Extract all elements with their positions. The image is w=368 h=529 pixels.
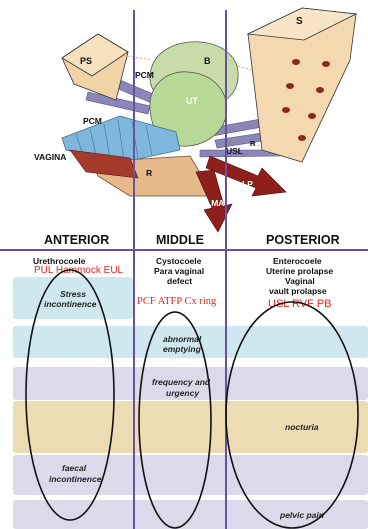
symptom-nocturia: nocturia [285, 422, 319, 432]
column-header-posterior: POSTERIOR [266, 233, 340, 247]
symptom-frequency-1: frequency and [152, 377, 210, 387]
label-lma: LMA [206, 198, 224, 208]
column-header-middle: MIDDLE [156, 233, 204, 247]
symptom-stress-2: incontinence [44, 299, 96, 309]
condition-posterior-3: Vaginal [285, 276, 315, 286]
ligaments-middle: PCF ATFP Cx ring [137, 296, 216, 307]
pelvic-anatomy-illustration: PS S B UT PCM PCM VAGINA USL R R LP LMA [0, 0, 368, 245]
label-usl: USL [226, 146, 243, 156]
label-pcm-left: PCM [83, 116, 102, 126]
label-r: R [146, 168, 152, 178]
ligaments-posterior: USL RVF PB [268, 298, 332, 310]
condition-middle-2: Para vaginal [154, 266, 204, 276]
label-r-small: R [250, 139, 256, 148]
condition-posterior-1: Enterocoele [273, 256, 322, 266]
condition-posterior-4: vault prolapse [269, 286, 327, 296]
label-lp: LP [242, 179, 253, 189]
symptom-abnormal-2: emptying [163, 344, 201, 354]
label-pcm-top: PCM [135, 70, 154, 80]
column-divider-2 [225, 10, 227, 529]
symptom-pelvic-pain: pelvic pain [280, 510, 324, 520]
condition-middle-3: defect [167, 276, 192, 286]
ligaments-anterior: PUL Hammock EUL [34, 265, 123, 276]
label-vagina: VAGINA [34, 152, 66, 162]
label-b: B [204, 56, 211, 66]
label-ps: PS [80, 56, 92, 66]
symptom-abnormal-1: abnormal [163, 334, 201, 344]
condition-middle-1: Cystocoele [156, 256, 201, 266]
sacrum-shape [248, 8, 356, 162]
symptom-faecal-2: incontinence [49, 474, 101, 484]
label-s: S [296, 16, 303, 27]
condition-posterior-2: Uterine prolapse [266, 266, 333, 276]
column-divider-1 [133, 10, 135, 529]
label-ut: UT [186, 96, 198, 106]
column-header-anterior: ANTERIOR [44, 233, 109, 247]
symptom-stress-1: Stress [60, 289, 86, 299]
pubic-symphysis-shape [62, 34, 128, 100]
header-divider [0, 249, 368, 251]
symptom-frequency-2: urgency [166, 388, 199, 398]
symptom-faecal-1: faecal [62, 463, 86, 473]
